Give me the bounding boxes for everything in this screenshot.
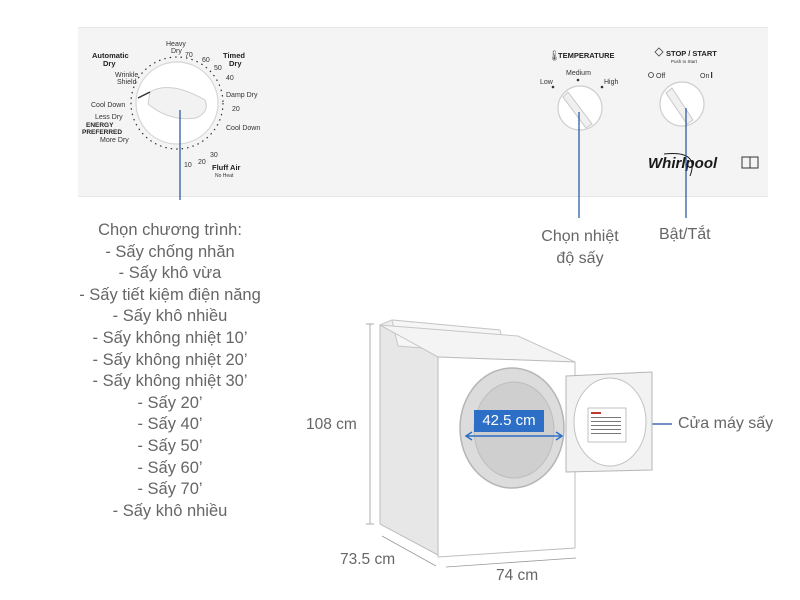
shield-label: Shield xyxy=(117,79,137,86)
stop-start-title: STOP / START xyxy=(666,49,717,58)
door-callout: Cửa máy sấy xyxy=(678,415,774,432)
dial-number: 70 xyxy=(185,52,193,59)
less-dry-label: Less Dry xyxy=(95,114,123,121)
preferred-label: PREFERRED xyxy=(82,129,122,136)
energy-label: ENERGY xyxy=(86,122,114,129)
list-item: - Sấy 40’ xyxy=(137,415,203,434)
program-dial xyxy=(130,56,224,150)
door-opening-dimension: 42.5 cm xyxy=(474,410,544,432)
brand-logo: Whirlpool xyxy=(648,155,718,172)
cool-down-right-label: Cool Down xyxy=(226,125,260,132)
list-item: - Sấy tiết kiệm điện năng xyxy=(79,285,261,304)
list-item: - Sấy không nhiệt 10’ xyxy=(92,328,248,347)
heavy-label: Heavy xyxy=(166,41,186,48)
timed-label: Timed xyxy=(223,51,245,60)
manual-icon xyxy=(741,156,759,169)
list-item: - Sấy 70’ xyxy=(137,480,203,499)
dial-number: 10 xyxy=(184,162,192,169)
damp-dry-label: Damp Dry xyxy=(226,92,258,99)
stop-start-knob xyxy=(659,81,705,127)
dial-number: 20 xyxy=(232,106,240,113)
temp-low-label: Low xyxy=(540,79,554,86)
power-callout: Bật/Tắt xyxy=(659,226,711,243)
list-item: - Sấy 60’ xyxy=(137,458,203,477)
dial-number: 40 xyxy=(226,75,234,82)
temp-medium-label: Medium xyxy=(566,70,591,77)
off-label: Off xyxy=(656,73,665,80)
temp-high-label: High xyxy=(604,79,619,86)
leader-lines xyxy=(179,108,687,425)
program-callout-title: Chọn chương trình: xyxy=(98,221,242,239)
dial-number: 60 xyxy=(202,57,210,64)
temperature-labels: 🌡 TEMPERATURE Low Medium High xyxy=(540,50,619,86)
list-item: - Sấy không nhiệt 30’ xyxy=(92,372,248,391)
list-item: - Sấy không nhiệt 20’ xyxy=(92,350,248,369)
dimension-lines xyxy=(366,323,577,568)
temperature-callout-line1: Chọn nhiệt xyxy=(541,228,619,245)
depth-dimension: 73.5 cm xyxy=(340,551,396,568)
thermometer-icon: 🌡 xyxy=(548,50,561,62)
brand-swoosh xyxy=(663,152,693,177)
height-dimension: 108 cm xyxy=(306,416,357,433)
width-dimension: 74 cm xyxy=(496,567,539,584)
door-opening-arrow xyxy=(464,431,564,441)
no-heat-label: No Heat xyxy=(215,173,234,179)
off-icon xyxy=(648,72,654,78)
program-dial-labels: Automatic Dry Heavy Dry Wrinkle Shield C… xyxy=(82,41,260,179)
list-item: - Sấy 50’ xyxy=(137,436,203,455)
list-item: - Sấy chống nhăn xyxy=(105,242,235,261)
list-item: - Sấy 20’ xyxy=(137,393,203,412)
more-dry-label: More Dry xyxy=(100,137,129,144)
automatic-label: Automatic xyxy=(92,51,129,60)
on-icon xyxy=(711,72,713,78)
list-item: - Sấy khô vừa xyxy=(118,264,222,283)
dial-number: 20 xyxy=(198,159,206,166)
wrinkle-label: Wrinkle xyxy=(115,72,138,79)
list-item: - Sấy khô nhiều xyxy=(112,307,228,326)
temperature-knob xyxy=(551,78,604,131)
temperature-callout: Chọn nhiệt độ sấy xyxy=(534,226,626,270)
list-item: - Sấy khô nhiều xyxy=(112,501,228,520)
diamond-icon xyxy=(654,47,664,57)
dry-label: Dry xyxy=(103,59,116,68)
temperature-title: TEMPERATURE xyxy=(558,51,615,60)
on-label: On xyxy=(700,73,709,80)
cool-down-left-label: Cool Down xyxy=(91,102,125,109)
dial-number: 30 xyxy=(210,152,218,159)
temperature-callout-line2: độ sấy xyxy=(556,250,604,267)
dryer-illustration xyxy=(378,319,653,558)
stop-start-labels: STOP / START Push to Start Off On xyxy=(648,47,717,80)
push-to-start-label: Push to Start xyxy=(671,59,698,64)
program-callout: Chọn chương trình: - Sấy chống nhăn - Sấ… xyxy=(60,220,280,522)
heavy-dry-label: Dry xyxy=(171,48,182,55)
dial-number: 50 xyxy=(214,65,222,72)
fluff-air-label: Fluff Air xyxy=(212,163,241,172)
timed-dry-label: Dry xyxy=(229,59,242,68)
